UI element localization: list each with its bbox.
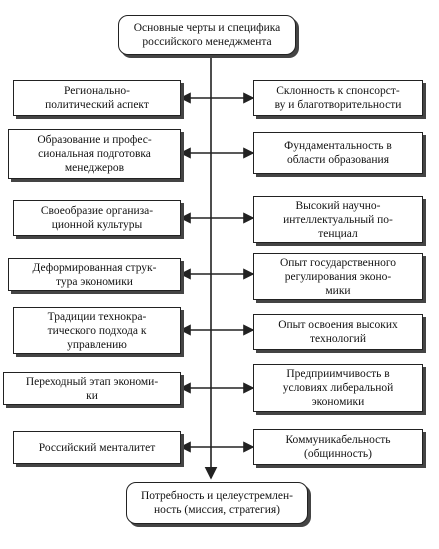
right-node-5: Опыт освоения высоких технологий — [253, 314, 423, 350]
left-node-2-label: Образование и профес- сиональная подгото… — [37, 134, 152, 174]
left-node-3: Своеобразие организа- ционной культуры — [13, 200, 181, 236]
right-node-3: Высокий научно- интеллектуальный по- тен… — [253, 196, 423, 243]
top-node: Основные черты и специфика российского м… — [118, 15, 296, 55]
left-node-2: Образование и профес- сиональная подгото… — [8, 129, 181, 179]
right-node-1: Склонность к спонсорст- ву и благотворит… — [253, 80, 423, 116]
bottom-node-label: Потребность и целеустремлен- ность (мисс… — [140, 490, 294, 516]
right-node-4: Опыт государственного регулирования экон… — [253, 253, 423, 300]
left-node-7: Российский менталитет — [13, 431, 181, 464]
left-node-5-label: Традиции технокра- тического подхода к у… — [47, 310, 147, 351]
right-node-6: Предприимчивость в условиях либеральной … — [253, 364, 423, 412]
right-node-7-label: Коммуникабельность (общинность) — [285, 434, 391, 460]
right-node-2: Фундаментальность в области образования — [253, 132, 423, 174]
right-node-6-label: Предприимчивость в условиях либеральной … — [282, 368, 394, 408]
bottom-node: Потребность и целеустремлен- ность (мисс… — [126, 482, 308, 524]
right-node-3-label: Высокий научно- интеллектуальный по- тен… — [283, 199, 393, 240]
left-node-7-label: Российский менталитет — [38, 441, 156, 454]
left-node-1: Регионально- политический аспект — [13, 80, 181, 116]
right-node-5-label: Опыт освоения высоких технологий — [278, 319, 398, 345]
branch-arrows — [179, 92, 255, 453]
left-node-4-label: Деформированная струк- тура экономики — [32, 261, 157, 288]
left-node-1-label: Регионально- политический аспект — [45, 85, 149, 111]
left-node-4: Деформированная струк- тура экономики — [8, 258, 181, 291]
right-node-7: Коммуникабельность (общинность) — [253, 429, 423, 465]
right-node-2-label: Фундаментальность в области образования — [284, 140, 392, 166]
right-node-1-label: Склонность к спонсорст- ву и благотворит… — [274, 85, 402, 111]
left-node-3-label: Своеобразие организа- ционной культуры — [40, 205, 154, 231]
left-node-5: Традиции технокра- тического подхода к у… — [13, 307, 181, 354]
right-node-4-label: Опыт государственного регулирования экон… — [279, 256, 397, 297]
left-node-6-label: Переходный этап экономи- ки — [25, 375, 159, 402]
left-node-6: Переходный этап экономи- ки — [3, 372, 181, 405]
top-node-label: Основные черты и специфика российского м… — [133, 22, 281, 48]
